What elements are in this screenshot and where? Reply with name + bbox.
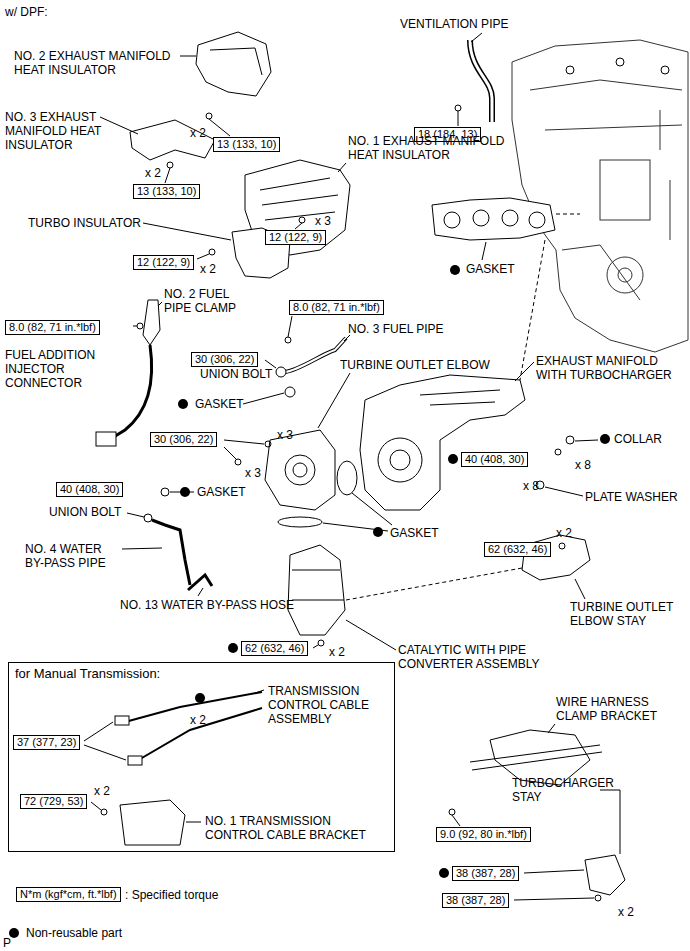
torque-value: 8.0 (82, 71 in.*lbf) <box>293 301 380 313</box>
torque-value: 30 (306, 22) <box>195 353 254 365</box>
torque-box: 62 (632, 46) <box>241 641 308 656</box>
part-label: UNION BOLT <box>200 367 272 381</box>
part-label: GASKET <box>195 397 244 411</box>
part-label: GASKET <box>197 485 246 499</box>
quantity-label: x 3 <box>315 214 331 228</box>
torque-value: 40 (408, 30) <box>60 483 119 495</box>
part-label: TURBOCHARGER STAY <box>512 776 617 804</box>
part-label: TURBINE OUTLET ELBOW <box>340 358 490 372</box>
part-label: TRANSMISSION CONTROL CABLE ASSEMBLY <box>268 684 378 726</box>
part-label: w/ DPF: <box>5 5 48 19</box>
part-label: TURBO INSULATOR <box>28 216 141 230</box>
torque-value: 38 (387, 28) <box>456 867 515 879</box>
torque-box: 12 (122, 9) <box>133 255 194 270</box>
part-label: NO. 1 TRANSMISSION CONTROL CABLE BRACKET <box>205 814 370 842</box>
part-label: NO. 2 EXHAUST MANIFOLD HEAT INSULATOR <box>14 49 189 77</box>
torque-value: 13 (133, 10) <box>217 138 276 150</box>
quantity-label: x 2 <box>200 262 216 276</box>
part-label: EXHAUST MANIFOLD WITH TURBOCHARGER <box>536 354 676 382</box>
torque-value: 62 (632, 46) <box>245 642 304 654</box>
quantity-label: x 2 <box>94 784 110 798</box>
part-label: NO. 4 WATER BY-PASS PIPE <box>25 542 120 570</box>
torque-box: 13 (133, 10) <box>133 184 200 199</box>
quantity-label: x 2 <box>190 713 206 727</box>
torque-value: 8.0 (82, 71 in.*lbf) <box>9 321 96 333</box>
part-label: NO. 3 FUEL PIPE <box>348 322 444 336</box>
legend-text: : Specified torque <box>125 888 218 902</box>
part-label: NO. 2 FUEL PIPE CLAMP <box>164 287 254 315</box>
torque-box: 37 (377, 23) <box>13 735 80 750</box>
torque-box: 30 (306, 22) <box>191 352 258 367</box>
part-label: NO. 13 WATER BY-PASS HOSE <box>120 598 294 612</box>
torque-box: 38 (387, 28) <box>452 866 519 881</box>
part-label: FUEL ADDITION INJECTOR CONNECTOR <box>5 348 110 390</box>
part-label: GASKET <box>390 526 439 540</box>
part-label: VENTILATION PIPE <box>400 17 508 31</box>
quantity-label: x 2 <box>145 166 161 180</box>
part-label: NO. 1 EXHAUST MANIFOLD HEAT INSULATOR <box>348 134 523 162</box>
legend-text: Non-reusable part <box>26 926 122 940</box>
quantity-label: x 2 <box>190 126 206 140</box>
part-label: GASKET <box>466 262 515 276</box>
torque-value: 72 (729, 53) <box>24 795 83 807</box>
quantity-label: x 8 <box>523 479 539 493</box>
torque-box: 8.0 (82, 71 in.*lbf) <box>289 300 384 315</box>
torque-value: N*m (kgf*cm, ft.*lbf) <box>20 888 117 900</box>
part-label: UNION BOLT <box>49 505 121 519</box>
part-label: NO. 3 EXHAUST MANIFOLD HEAT INSULATOR <box>5 110 120 152</box>
torque-box: 13 (133, 10) <box>213 137 280 152</box>
part-label: PLATE WASHER <box>585 490 678 504</box>
torque-value: 38 (387, 28) <box>446 894 505 906</box>
group-heading: for Manual Transmission: <box>15 666 160 681</box>
torque-box: 38 (387, 28) <box>442 893 509 908</box>
quantity-label: x 3 <box>277 428 293 442</box>
quantity-label: x 8 <box>575 458 591 472</box>
torque-value: 12 (122, 9) <box>137 256 190 268</box>
torque-box: 8.0 (82, 71 in.*lbf) <box>5 320 100 335</box>
torque-box: 30 (306, 22) <box>150 432 217 447</box>
part-label: P <box>3 936 11 950</box>
torque-box: 62 (632, 46) <box>484 542 551 557</box>
torque-value: 9.0 (92, 80 in.*lbf) <box>440 828 527 840</box>
part-label: WIRE HARNESS CLAMP BRACKET <box>556 695 661 723</box>
torque-box: 9.0 (92, 80 in.*lbf) <box>436 827 531 842</box>
part-label: CATALYTIC WITH PIPE CONVERTER ASSEMBLY <box>398 643 548 671</box>
quantity-label: x 2 <box>329 645 345 659</box>
quantity-label: x 2 <box>618 905 634 919</box>
torque-value: 12 (122, 9) <box>269 231 322 243</box>
torque-value: 37 (377, 23) <box>17 736 76 748</box>
quantity-label: x 2 <box>556 526 572 540</box>
torque-value: 40 (408, 30) <box>465 453 524 465</box>
torque-box: 12 (122, 9) <box>265 230 326 245</box>
torque-box: 40 (408, 30) <box>461 452 528 467</box>
torque-value: 62 (632, 46) <box>488 543 547 555</box>
part-label: TURBINE OUTLET ELBOW STAY <box>570 600 685 628</box>
torque-box: 40 (408, 30) <box>56 482 123 497</box>
quantity-label: x 3 <box>245 466 261 480</box>
torque-value: 30 (306, 22) <box>154 433 213 445</box>
torque-box: 72 (729, 53) <box>20 794 87 809</box>
part-label: COLLAR <box>614 432 662 446</box>
torque-box: N*m (kgf*cm, ft.*lbf) <box>16 887 121 902</box>
torque-value: 13 (133, 10) <box>137 185 196 197</box>
